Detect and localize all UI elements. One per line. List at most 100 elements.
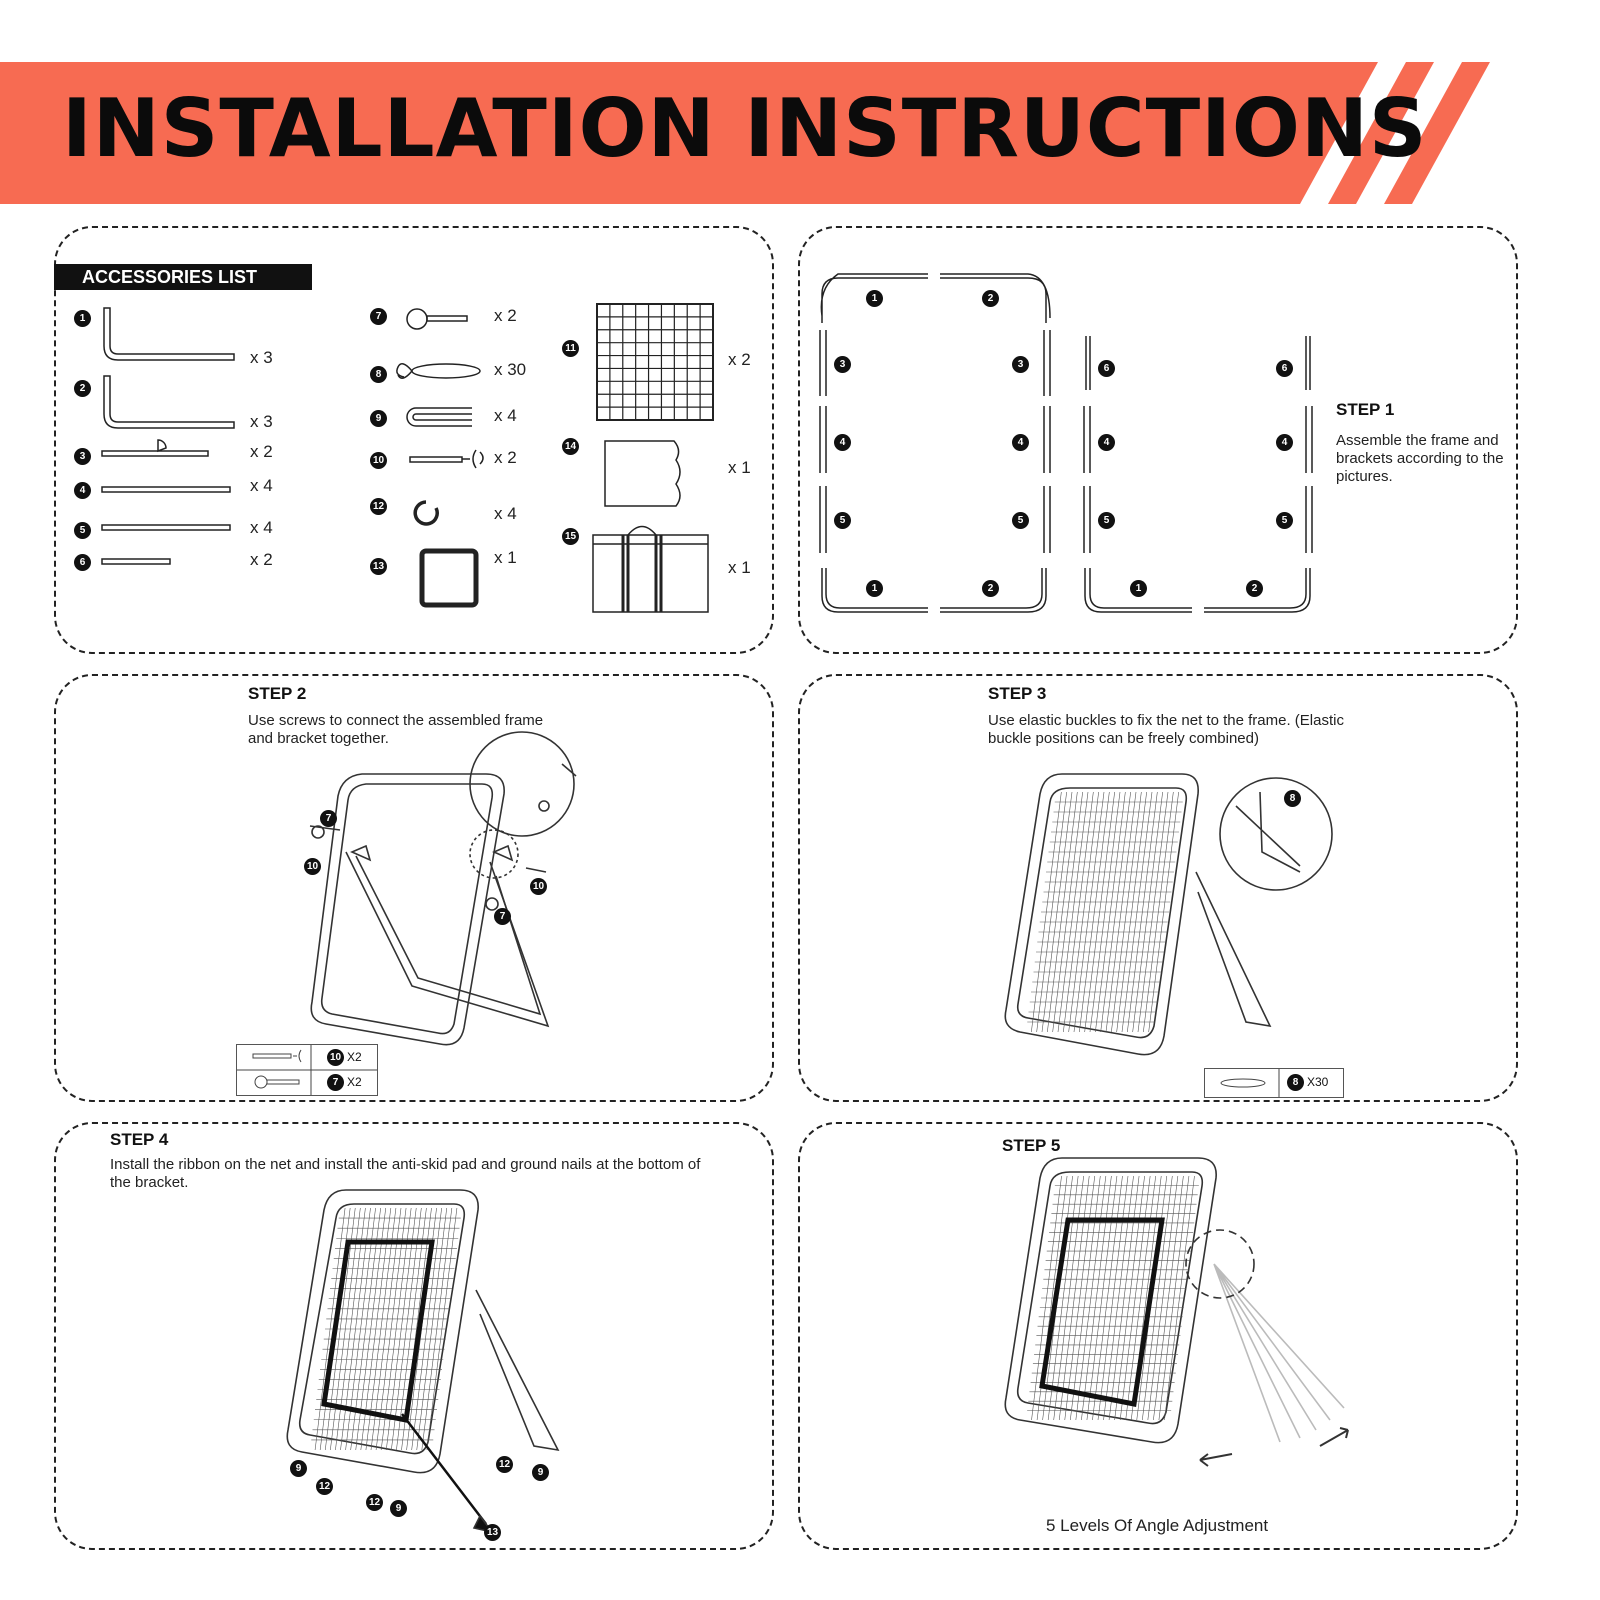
frame-part-badge: 3 [834,356,851,373]
hardware-part-badge: 10 [530,878,547,895]
ring-icon [413,500,439,526]
accessory-quantity: x 2 [250,442,273,461]
accessory-quantity: x 2 [494,306,517,325]
buckle-part-badge: 8 [1284,790,1301,807]
step1-title: STEP 1 [1336,400,1395,419]
ground-part-badge: 9 [532,1464,549,1481]
legend-count: X30 [1307,1075,1329,1089]
elastic-buckle-icon [411,363,481,379]
hardware-part-badge: 7 [320,810,337,827]
accessory-number-badge: 8 [370,366,387,383]
l-tube-icon [103,375,235,429]
accessories-list-label: ACCESSORIES LIST [54,264,312,290]
ground-part-badge: 12 [366,1494,383,1511]
step3-panel: STEP 3 Use elastic buckles to fix the ne… [798,674,1518,1102]
accessory-number-badge: 14 [562,438,579,455]
legend-count: X2 [347,1075,362,1089]
accessory-number-badge: 6 [74,554,91,571]
accessory-quantity: x 3 [250,348,273,367]
accessories-illustrations [101,303,714,613]
bag-icon [592,534,709,613]
banner-stripes [0,62,1490,204]
accessory-number-badge: 10 [370,452,387,469]
frame-part-badge: 2 [982,580,999,597]
frame-part-badge: 6 [1098,360,1115,377]
u-nail-icon [406,407,472,427]
straight-tube-icon [101,524,231,531]
legend-count: X2 [347,1050,362,1064]
header-banner: INSTALLATION INSTRUCTIONS [0,62,1600,204]
step4-frame-diagram [286,1189,560,1534]
accessory-number-badge: 12 [370,498,387,515]
accessory-quantity: x 1 [728,558,751,577]
accessory-quantity: x 3 [250,412,273,431]
step4-text: Install the ribbon on the net and instal… [110,1156,701,1191]
step2-title: STEP 2 [248,684,307,703]
step5-title: STEP 5 [1002,1136,1061,1155]
step1-text: Assemble the frame and brackets accordin… [1336,432,1504,485]
frame-part-badge: 1 [866,580,883,597]
elastic-buckle-icon [1220,1078,1266,1088]
accessory-number-badge: 3 [74,448,91,465]
legend-part-badge: 10 [327,1049,344,1066]
hardware-part-badge: 7 [494,908,511,925]
bracket-plate-icon [157,439,167,453]
accessory-quantity: x 2 [728,350,751,369]
step2-frame-diagram [309,731,577,1046]
step2-panel: STEP 2 Use screws to connect the assembl… [54,674,774,1102]
accessory-number-badge: 5 [74,522,91,539]
l-tube-icon [103,307,235,361]
step1-frame-diagram [819,273,1313,613]
screw-icon [409,456,463,463]
short-tube-icon [101,558,171,565]
step5-panel: STEP 5 5 Levels Of Angle Adjustment [798,1122,1518,1550]
frame-part-badge: 3 [1012,356,1029,373]
ground-part-badge: 13 [484,1524,501,1541]
knob-icon [254,1075,268,1089]
legend-part-badge: 7 [327,1074,344,1091]
accessory-quantity: x 4 [494,406,517,425]
screw-icon [252,1053,292,1059]
step3-frame-diagram [1004,773,1333,1056]
frame-part-badge: 5 [1276,512,1293,529]
frame-part-badge: 1 [1130,580,1147,597]
ground-part-badge: 9 [290,1460,307,1477]
accessory-number-badge: 9 [370,410,387,427]
accessory-quantity: x 2 [250,550,273,569]
accessory-number-badge: 2 [74,380,91,397]
accessory-quantity: x 2 [494,448,517,467]
accessory-number-badge: 4 [74,482,91,499]
frame-part-badge: 2 [982,290,999,307]
step1-panel: STEP 1 Assemble the frame and brackets a… [798,226,1518,654]
accessory-quantity: x 4 [250,476,273,495]
accessory-number-badge: 13 [370,558,387,575]
step5-caption: 5 Levels Of Angle Adjustment [1046,1516,1269,1535]
frame-part-badge: 6 [1276,360,1293,377]
hardware-part-badge: 10 [304,858,321,875]
accessory-number-badge: 11 [562,340,579,357]
bracket-tube-icon [101,450,209,457]
pad-icon [604,440,681,507]
frame-part-badge: 4 [834,434,851,451]
accessory-number-badge: 1 [74,310,91,327]
frame-part-badge: 2 [1246,580,1263,597]
accessory-quantity: x 30 [494,360,527,379]
step4-title: STEP 4 [110,1130,169,1149]
accessory-quantity: x 4 [494,504,517,523]
frame-part-badge: 4 [1276,434,1293,451]
ground-part-badge: 12 [496,1456,513,1473]
frame-part-badge: 4 [1012,434,1029,451]
step3-text: Use elastic buckles to fix the net to th… [988,712,1344,747]
ground-part-badge: 12 [316,1478,333,1495]
step3-title: STEP 3 [988,684,1047,703]
ribbon-icon [419,548,479,608]
legend-part-badge: 8 [1287,1074,1304,1091]
frame-part-badge: 1 [866,290,883,307]
frame-part-badge: 5 [834,512,851,529]
frame-part-badge: 4 [1098,434,1115,451]
accessory-number-badge: 7 [370,308,387,325]
page-title: INSTALLATION INSTRUCTIONS [62,82,1428,175]
